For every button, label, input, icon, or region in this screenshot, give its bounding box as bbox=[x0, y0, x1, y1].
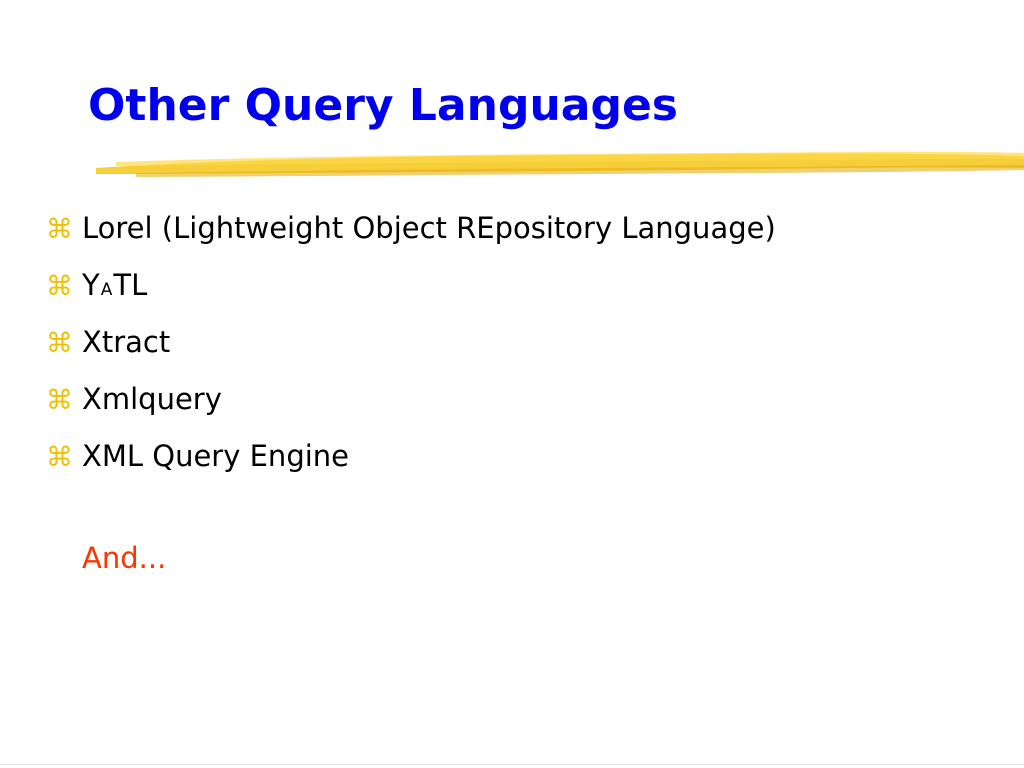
list-item: ⌘ XML Query Engine bbox=[46, 442, 776, 499]
bullet-text: XML Query Engine bbox=[82, 439, 350, 473]
list-item: ⌘ YATL bbox=[46, 271, 776, 328]
bullet-text: Xmlquery bbox=[82, 382, 222, 416]
bullet-text-part: Y bbox=[82, 268, 100, 302]
bullet-text: Lorel (Lightweight Object REpository Lan… bbox=[82, 211, 776, 245]
list-item: ⌘ Xmlquery bbox=[46, 385, 776, 442]
bullet-text: YATL bbox=[82, 271, 147, 300]
slide-title: Other Query Languages bbox=[88, 80, 678, 131]
list-item: ⌘ Lorel (Lightweight Object REpository L… bbox=[46, 214, 776, 271]
bullet-text-part: TL bbox=[113, 268, 148, 302]
and-continuation-text: And... bbox=[82, 541, 167, 575]
command-bullet-icon: ⌘ bbox=[46, 214, 73, 245]
command-bullet-icon: ⌘ bbox=[46, 328, 73, 359]
bullet-text-small-part: A bbox=[100, 280, 113, 300]
command-bullet-icon: ⌘ bbox=[46, 442, 73, 473]
bottom-divider bbox=[0, 764, 1024, 765]
command-bullet-icon: ⌘ bbox=[46, 271, 73, 302]
highlighter-underline bbox=[96, 151, 1024, 177]
command-bullet-icon: ⌘ bbox=[46, 385, 73, 416]
bullet-list: ⌘ Lorel (Lightweight Object REpository L… bbox=[46, 214, 776, 499]
bullet-text: Xtract bbox=[82, 325, 171, 359]
list-item: ⌘ Xtract bbox=[46, 328, 776, 385]
